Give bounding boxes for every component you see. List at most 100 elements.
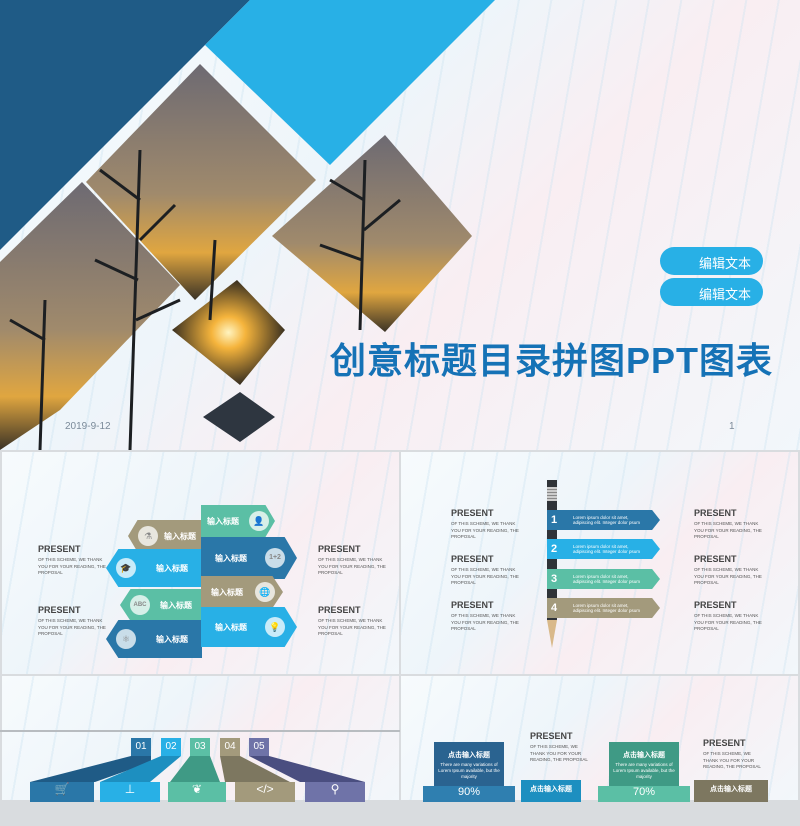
math-board-icon: 1+2 (265, 548, 285, 568)
arrow-right-3: 输入标题 🌐 (201, 576, 283, 608)
card-text: There are many variations of Lorem Ipsum… (613, 762, 675, 779)
pencil-tip (547, 620, 557, 648)
person-icon: 👤 (249, 511, 269, 531)
photo-diamond-center (86, 64, 316, 300)
present-block: PRESENT OF THIS SCHEME, WE THANK YOU FOR … (318, 605, 388, 638)
slide-2-thumbnail[interactable]: PRESENT OF THIS SCHEME, WE THANK YOU FOR … (2, 452, 399, 674)
arrow-label: 输入标题 (164, 531, 196, 541)
step-number: 1 (550, 514, 558, 526)
present-text: OF THIS SCHEME, WE THANK YOU FOR YOUR RE… (38, 618, 106, 636)
slide-3-thumbnail[interactable]: PRESENT OF THIS SCHEME, WE THANK YOU FOR … (401, 452, 798, 674)
arrow-label: 输入标题 (215, 553, 247, 563)
plant-silhouettes (9, 149, 401, 450)
number-03: 03 (190, 738, 210, 756)
present-block: PRESENT OF THIS SCHEME, WE THANK YOU FOR … (703, 738, 763, 771)
step-number: 4 (550, 602, 558, 614)
number-05: 05 (249, 738, 269, 756)
photo-diamond-sun (172, 280, 285, 385)
present-title: PRESENT (530, 731, 573, 741)
step-3: 3 Lorem ipsum dolor sit amet, adipiscing … (547, 569, 660, 589)
step-text: Lorem ipsum dolor sit amet, adipiscing e… (573, 514, 641, 526)
arrow-label: 输入标题 (156, 634, 188, 644)
arrow-label: 输入标题 (207, 516, 239, 526)
connector-01 (30, 756, 151, 782)
info-card-3: 点击输入标题 There are many variations of Lorem… (609, 742, 679, 786)
code-icon: </> (235, 782, 295, 802)
present-block: PRESENT OF THIS SCHEME, WE THANK YOU FOR … (694, 600, 764, 633)
pencil-ferrule (547, 487, 557, 501)
present-title: PRESENT (694, 508, 737, 518)
arrow-right-1: 输入标题 👤 (201, 505, 275, 537)
number-04: 04 (220, 738, 240, 756)
arrow-right-4: 输入标题 💡 (201, 607, 297, 647)
present-title: PRESENT (451, 508, 494, 518)
present-text: OF THIS SCHEME, WE THANK YOU FOR YOUR RE… (38, 557, 106, 575)
step-1: 1 Lorem ipsum dolor sit amet, adipiscing … (547, 510, 660, 530)
present-title: PRESENT (318, 605, 361, 615)
connector-03 (170, 756, 220, 782)
leaf-icon: ❦ (168, 782, 226, 802)
arrow-label: 输入标题 (211, 587, 243, 597)
location-pin-icon: ⚲ (305, 782, 365, 802)
card-3-value: 70% (598, 786, 690, 802)
network-icon: ⊥ (100, 782, 160, 802)
step-number: 3 (550, 573, 558, 585)
present-title: PRESENT (451, 600, 494, 610)
step-text: Lorem ipsum dolor sit amet, adipiscing e… (573, 602, 641, 614)
edit-text-button-2[interactable]: 编辑文本 (660, 278, 763, 306)
photo-diamond-left (0, 182, 180, 450)
present-title: PRESENT (318, 544, 361, 554)
connector-05 (249, 756, 365, 782)
info-card-2: 点击输入标题 (521, 780, 581, 802)
abc-icon: ABC (130, 595, 150, 615)
cart-icon: 🛒 (30, 782, 94, 802)
card-title: 点击输入标题 (623, 752, 665, 759)
arrow-label: 输入标题 (156, 563, 188, 573)
slide-1-thumbnail[interactable]: 编辑文本 编辑文本 创意标题目录拼图PPT图表 2019-9-12 1 (0, 0, 800, 450)
present-text: OF THIS SCHEME, WE THANK YOU FOR YOUR RE… (694, 613, 762, 631)
present-block: PRESENT OF THIS SCHEME, WE THANK YOU FOR … (694, 554, 764, 587)
edit-text-button-1[interactable]: 编辑文本 (660, 247, 763, 275)
slide-title: 创意标题目录拼图PPT图表 (330, 340, 774, 381)
arrow-right-2: 输入标题 1+2 (201, 537, 297, 579)
info-card-4: 点击输入标题 (694, 780, 768, 802)
present-block: PRESENT OF THIS SCHEME, WE THANK YOU FOR … (694, 508, 764, 541)
present-block: PRESENT OF THIS SCHEME, WE THANK YOU FOR … (451, 554, 521, 587)
info-card-1: 点击输入标题 There are many variations of Lorem… (434, 742, 504, 786)
arrow-left-2: 🎓输入标题 (106, 549, 202, 587)
present-text: OF THIS SCHEME, WE THANK YOU FOR YOUR RE… (318, 557, 386, 575)
present-text: OF THIS SCHEME, WE THANK YOU FOR YOUR RE… (694, 567, 762, 585)
arrow-label: 输入标题 (215, 622, 247, 632)
card-title: 点击输入标题 (710, 786, 752, 793)
present-text: OF THIS SCHEME, WE THANK YOU FOR YOUR RE… (703, 751, 761, 769)
number-01: 01 (131, 738, 151, 756)
present-title: PRESENT (694, 554, 737, 564)
arrow-left-3: ABC 输入标题 (120, 589, 202, 621)
present-text: OF THIS SCHEME, WE THANK YOU FOR YOUR RE… (694, 521, 762, 539)
slide-divider (0, 730, 400, 732)
present-block: PRESENT OF THIS SCHEME, WE THANK YOU FOR … (530, 731, 590, 764)
card-text: There are many variations of Lorem Ipsum… (438, 762, 500, 779)
present-title: PRESENT (694, 600, 737, 610)
arrow-left-1: ⚗输入标题 (128, 520, 202, 552)
light-blue-band (205, 0, 495, 165)
present-title: PRESENT (703, 738, 746, 748)
present-text: OF THIS SCHEME, WE THANK YOU FOR YOUR RE… (318, 618, 386, 636)
present-text: OF THIS SCHEME, WE THANK YOU FOR YOUR RE… (451, 567, 519, 585)
step-4: 4 Lorem ipsum dolor sit amet, adipiscing … (547, 598, 660, 618)
dark-blue-triangle (0, 0, 250, 250)
card-title: 点击输入标题 (448, 752, 490, 759)
arrow-label: 输入标题 (160, 600, 192, 610)
present-text: OF THIS SCHEME, WE THANK YOU FOR YOUR RE… (530, 744, 588, 762)
present-block: PRESENT OF THIS SCHEME, WE THANK YOU FOR … (318, 544, 388, 577)
present-title: PRESENT (451, 554, 494, 564)
lightbulb-icon: 💡 (265, 617, 285, 637)
globe-icon: 🌐 (255, 582, 275, 602)
connector-04 (220, 756, 290, 782)
atom-icon: ⚛ (116, 629, 136, 649)
step-text: Lorem ipsum dolor sit amet, adipiscing e… (573, 573, 641, 585)
card-title: 点击输入标题 (530, 786, 572, 793)
